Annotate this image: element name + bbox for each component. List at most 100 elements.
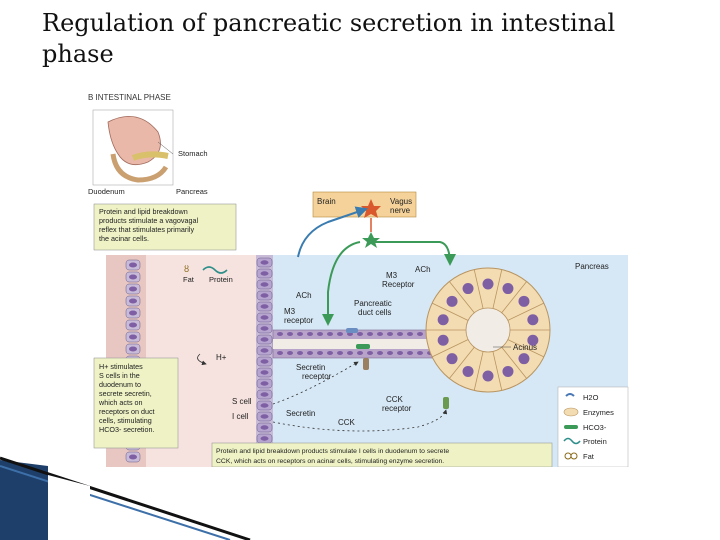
acinar-nucleus <box>502 283 514 295</box>
nerve-label: nerve <box>390 206 411 215</box>
m3-mid-label: M3 <box>284 307 296 316</box>
note-vagal-line: Protein and lipid breakdown <box>99 207 188 216</box>
acinar-nucleus <box>437 334 449 346</box>
hco3-duct-icon <box>356 344 370 349</box>
ach-mid-label: ACh <box>296 291 312 300</box>
cell-nucleus <box>260 359 269 364</box>
cell-nucleus <box>260 370 269 375</box>
cck-path <box>272 409 448 432</box>
cck-label: CCK <box>338 418 356 427</box>
duct-nucleus <box>317 332 323 336</box>
cell-nucleus <box>260 304 269 309</box>
cell-nucleus <box>260 337 269 342</box>
receptor-top-label: Receptor <box>382 280 415 289</box>
note-hplus-line: cells, stimulating <box>99 416 152 425</box>
note-hplus-secretin: H+ stimulates S cells in the duodenum to… <box>93 357 179 449</box>
acinus-lumen <box>465 307 511 353</box>
duct-nucleus <box>397 332 403 336</box>
duct-nucleus <box>307 332 313 336</box>
protein-chain-icon <box>202 266 228 274</box>
cck-receptor-icon <box>443 397 449 409</box>
brain-vagus-box: Brain Vagus nerve <box>312 191 417 248</box>
panel-label: B INTESTINAL PHASE <box>88 93 171 102</box>
secretin-receptor-label-2: receptor <box>302 372 332 381</box>
duct-nucleus <box>327 351 333 355</box>
note-hplus-line: receptors on duct <box>99 407 155 416</box>
cell-nucleus <box>129 346 137 352</box>
anatomy-inset: Stomach Duodenum Pancreas <box>88 109 208 196</box>
fat-label: Fat <box>183 275 195 284</box>
duct-nucleus <box>417 332 423 336</box>
duct-nucleus <box>417 351 423 355</box>
cell-nucleus <box>260 315 269 320</box>
protein-icon <box>563 437 581 445</box>
duct-nucleus <box>367 332 373 336</box>
duct-nucleus <box>407 332 413 336</box>
receptor-mid-label: receptor <box>284 316 314 325</box>
duct-nucleus <box>387 351 393 355</box>
protein-label: Protein <box>209 275 233 284</box>
duct-nucleus <box>377 351 383 355</box>
duct-nucleus <box>287 351 293 355</box>
duodenum-label: Duodenum <box>88 187 125 196</box>
cell-nucleus <box>129 334 137 340</box>
cell-nucleus <box>260 282 269 287</box>
cell-nucleus <box>260 403 269 408</box>
s-cell-label: S cell <box>232 397 252 406</box>
duct-nucleus <box>287 332 293 336</box>
ach-top-label: ACh <box>415 265 431 274</box>
duct-nucleus <box>297 332 303 336</box>
stomach-label: Stomach <box>178 149 208 158</box>
duct-nucleus <box>347 351 353 355</box>
acinus-label: Acinus <box>513 343 537 352</box>
cell-nucleus <box>260 425 269 430</box>
acinar-nucleus <box>518 295 530 307</box>
corner-black-line <box>0 456 251 540</box>
cell-nucleus <box>260 414 269 419</box>
cell-nucleus <box>129 262 137 268</box>
m3-top-label: M3 <box>386 271 398 280</box>
acinar-nucleus <box>437 314 449 326</box>
i-cell-label: I cell <box>232 412 249 421</box>
legend-item: HCO3- <box>583 423 607 432</box>
acinar-nucleus <box>502 365 514 377</box>
hplus-arrow <box>197 353 207 366</box>
note-bottom-line: CCK, which acts on receptors on acinar c… <box>216 458 444 465</box>
duct-nucleus <box>307 351 313 355</box>
legend: H2O Enzymes HCO3- Protein Fat <box>557 386 629 467</box>
note-vagal-line: the acinar cells. <box>99 234 149 243</box>
duct-nucleus <box>357 351 363 355</box>
note-bottom-line: Protein and lipid breakdown products sti… <box>216 448 449 455</box>
water-icon <box>565 393 575 397</box>
cell-nucleus <box>129 286 137 292</box>
duct-nucleus <box>377 332 383 336</box>
note-cck-enzyme: Protein and lipid breakdown products sti… <box>211 442 553 467</box>
cell-nucleus <box>129 274 137 280</box>
pancreas-label-main: Pancreas <box>575 262 609 271</box>
brain-label: Brain <box>317 197 336 206</box>
duct-nucleus <box>397 351 403 355</box>
note-vagal-line: reflex that stimulates primarily <box>99 225 194 234</box>
cck-receptor-label-1: CCK <box>386 395 404 404</box>
duct-nucleus <box>367 351 373 355</box>
acinar-nucleus <box>527 314 539 326</box>
cell-nucleus <box>260 326 269 331</box>
note-hplus-line: duodenum to <box>99 380 141 389</box>
legend-item: Fat <box>583 452 595 461</box>
note-hplus-line: which acts on <box>98 398 143 407</box>
duct-nucleus <box>337 332 343 336</box>
acinar-nucleus <box>482 370 494 382</box>
secretin-receptor-icon <box>363 358 369 370</box>
secretin-label: Secretin <box>286 409 315 418</box>
cell-nucleus <box>260 293 269 298</box>
acinus <box>425 267 551 393</box>
efferent-to-acinus-path <box>371 241 456 266</box>
note-vagal-reflex: Protein and lipid breakdown products sti… <box>93 203 237 251</box>
pancreas-shape <box>131 151 169 161</box>
duct-nucleus <box>407 351 413 355</box>
duct-nucleus <box>357 332 363 336</box>
cell-nucleus <box>260 348 269 353</box>
cell-nucleus <box>129 454 137 460</box>
m3-receptor-duct <box>346 328 358 333</box>
afferent-nerve-path <box>297 206 368 258</box>
